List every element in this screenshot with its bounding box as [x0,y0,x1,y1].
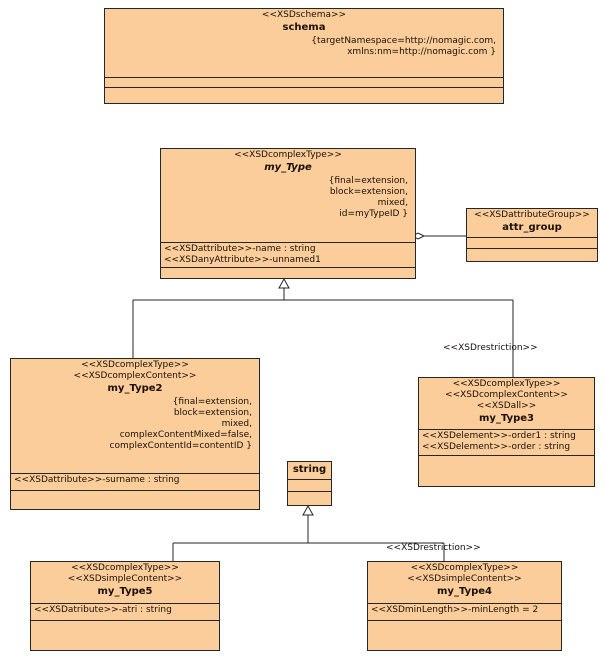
class-my-type2-stereotype-1: <<XSDcomplexContent>> [73,371,197,381]
class-attr-group-stereotype-0: <<XSDattributeGroup>> [474,210,590,220]
class-schema-constraint-0: {targetNamespace=http://nomagic.com, [311,36,496,46]
class-my-type2-constraint-2: mixed, [221,419,252,429]
class-my-type-operations [161,267,415,278]
class-my-type-attributes: <<XSDattribute>>-name : string <<XSDanyA… [161,242,415,267]
class-my-type4-stereotype-1: <<XSDsimpleContent>> [407,574,522,584]
class-my-type4-stereotype-0: <<XSDcomplexType>> [410,563,519,573]
class-attr-group[interactable]: <<XSDattributeGroup>> attr_group [466,208,598,262]
edge-label-my-type4-restriction: <<XSDrestriction>> [386,543,481,553]
class-schema-constraint-1: xmlns:nm=http://nomagic.com } [347,47,496,57]
class-my-type4-attribute-0: <<XSDminLength>>-minLength = 2 [371,605,539,615]
class-my-type3-attribute-1: <<XSDelement>>-order : string [422,442,571,452]
edge-aggregation-my-type-attr-group [410,232,466,240]
class-attr-group-name: attr_group [502,222,562,233]
class-my-type-name: my_Type [264,162,312,173]
class-my-type3-stereotype-2: <<XSDall>> [476,401,537,411]
class-schema[interactable]: <<XSDschema>> schema {targetNamespace=ht… [104,8,504,104]
class-my-type-header: <<XSDcomplexType>> my_Type {final=extens… [161,149,415,242]
class-my-type5-attribute-0: <<XSDatribute>>-atri : string [34,605,172,615]
class-my-type2-operations [11,490,259,509]
class-my-type2[interactable]: <<XSDcomplexType>> <<XSDcomplexContent>>… [10,358,260,510]
class-schema-operations [105,87,503,103]
class-my-type2-constraint-1: block=extension, [173,408,252,418]
class-my-type3-stereotype-0: <<XSDcomplexType>> [452,379,561,389]
class-my-type-constraints: {final=extension, block=extension, mixed… [164,174,412,220]
class-my-type4-operations [368,620,561,650]
class-my-type5-name: my_Type5 [97,586,153,597]
class-schema-header: <<XSDschema>> schema {targetNamespace=ht… [105,9,503,77]
class-my-type2-attribute-0: <<XSDattribute>>-surname : string [14,475,180,485]
class-my-type2-constraint-0: {final=extension, [172,397,252,407]
generalization-triangle-icon [278,277,290,289]
class-my-type-attribute-1: <<XSDanyAttribute>>-unnamed1 [164,255,321,265]
class-my-type5-stereotype-0: <<XSDcomplexType>> [71,563,179,573]
class-my-type5-header: <<XSDcomplexType>> <<XSDsimpleContent>> … [31,562,219,603]
class-my-type5-operations [31,620,219,650]
class-my-type5-attributes: <<XSDatribute>>-atri : string [31,603,219,620]
class-my-type4-header: <<XSDcomplexType>> <<XSDsimpleContent>> … [368,562,561,603]
class-string-attributes [288,479,331,491]
class-my-type3-stereotype-1: <<XSDcomplexContent>> [445,390,568,400]
class-schema-constraints: {targetNamespace=http://nomagic.com, xml… [108,34,500,58]
generalization-triangle-icon-2 [302,504,314,516]
class-attr-group-operations [467,248,597,260]
class-string-operations [288,491,331,503]
class-string[interactable]: string [287,461,332,506]
class-my-type-constraint-0: {final=extension, [328,176,408,186]
class-schema-attributes [105,77,503,87]
class-my-type3-attribute-0: <<XSDelement>>-order1 : string [422,431,576,441]
class-schema-stereotype-0: <<XSDschema>> [261,10,347,20]
class-my-type2-constraints: {final=extension, block=extension, mixed… [14,395,256,452]
class-my-type3-attributes: <<XSDelement>>-order1 : string <<XSDelem… [419,429,594,455]
class-string-header: string [288,462,331,479]
class-my-type-attribute-0: <<XSDattribute>>-name : string [164,244,316,254]
class-my-type4[interactable]: <<XSDcomplexType>> <<XSDsimpleContent>> … [367,561,562,651]
class-my-type5-stereotype-1: <<XSDsimpleContent>> [67,574,183,584]
class-attr-group-header: <<XSDattributeGroup>> attr_group [467,209,597,237]
class-my-type3-operations [419,455,594,474]
class-my-type3[interactable]: <<XSDcomplexType>> <<XSDcomplexContent>>… [418,377,595,487]
edge-label-my-type3-restriction: <<XSDrestriction>> [443,343,538,353]
class-string-name: string [292,464,327,475]
class-attr-group-attributes [467,237,597,248]
class-my-type5[interactable]: <<XSDcomplexType>> <<XSDsimpleContent>> … [30,561,220,651]
class-my-type2-name: my_Type2 [107,383,163,394]
class-my-type4-name: my_Type4 [437,586,492,597]
class-my-type4-attributes: <<XSDminLength>>-minLength = 2 [368,603,561,620]
class-my-type2-stereotype-0: <<XSDcomplexType>> [81,360,189,370]
class-my-type-constraint-3: id=myTypeID } [339,209,408,219]
class-schema-name: schema [282,22,326,33]
class-my-type3-header: <<XSDcomplexType>> <<XSDcomplexContent>>… [419,378,594,429]
class-my-type2-constraint-3: complexContentMixed=false, [119,430,252,440]
class-my-type2-header: <<XSDcomplexType>> <<XSDcomplexContent>>… [11,359,259,473]
class-my-type-constraint-2: mixed, [377,198,408,208]
class-my-type2-constraint-4: complexContentId=contentID } [109,441,252,451]
class-my-type3-name: my_Type3 [479,413,534,424]
class-my-type-constraint-1: block=extension, [329,187,408,197]
class-my-type-stereotype-0: <<XSDcomplexType>> [234,150,342,160]
class-my-type[interactable]: <<XSDcomplexType>> my_Type {final=extens… [160,148,416,279]
class-my-type2-attributes: <<XSDattribute>>-surname : string [11,473,259,490]
